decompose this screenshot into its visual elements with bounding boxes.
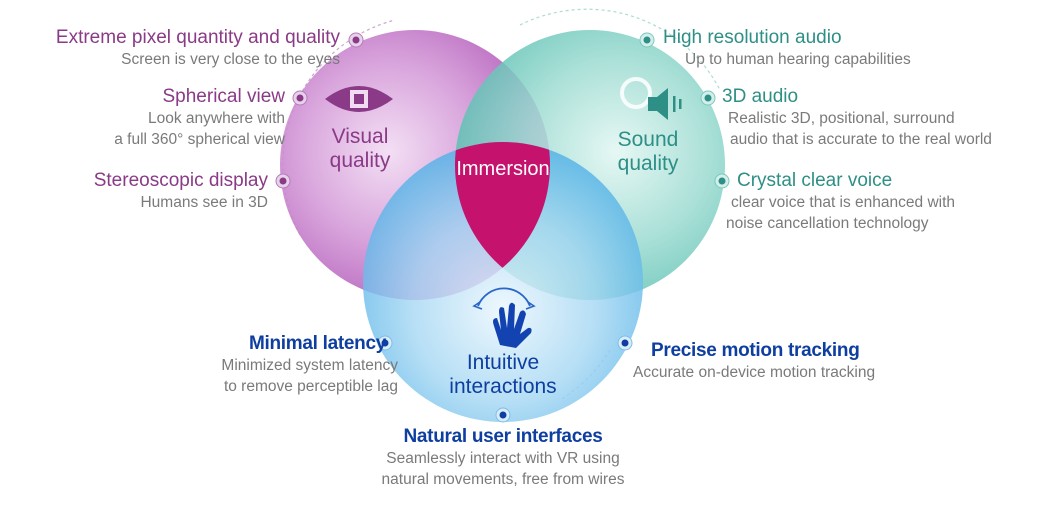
interaction-item-motion: Precise motion tracking Accurate on-devi… — [633, 340, 875, 383]
visual-item-spherical: Spherical view Look anywhere with a full… — [114, 86, 285, 150]
item-desc: Realistic 3D, positional, surround — [728, 110, 955, 127]
item-title: Stereoscopic display — [93, 170, 268, 191]
item-desc: Up to human hearing capabilities — [685, 51, 911, 68]
eye-icon — [325, 86, 393, 112]
interaction-markers — [377, 335, 633, 423]
item-title: Precise motion tracking — [651, 340, 860, 361]
intuitive-interactions-circle — [363, 142, 643, 422]
interaction-item-latency: Minimal latency Minimized system latency… — [221, 333, 398, 397]
visual-label-line2: quality — [330, 149, 391, 172]
sound-item-hires: High resolution audio Up to human hearin… — [663, 27, 911, 70]
speaker-icon — [620, 77, 682, 120]
item-desc: Seamlessly interact with VR using — [386, 450, 620, 467]
sound-markers — [639, 32, 730, 189]
item-desc: clear voice that is enhanced with — [731, 194, 956, 211]
sound-item-3d-audio: 3D audio Realistic 3D, positional, surro… — [722, 86, 992, 150]
item-desc: to remove perceptible lag — [223, 378, 398, 395]
visual-item-pixels: Extreme pixel quantity and quality Scree… — [56, 27, 340, 70]
sound-label-line2: quality — [618, 152, 679, 175]
visual-item-stereoscopic: Stereoscopic display Humans see in 3D — [94, 170, 268, 213]
item-title: Spherical view — [162, 86, 286, 107]
visual-label-line1: Visual — [332, 125, 389, 148]
interaction-label-line2: interactions — [449, 375, 556, 398]
item-title: Minimal latency — [249, 333, 386, 354]
item-desc: audio that is accurate to the real world — [730, 131, 992, 148]
item-desc: natural movements, free from wires — [381, 471, 625, 488]
hand-icon — [472, 287, 536, 348]
item-title: Crystal clear voice — [737, 170, 893, 191]
visual-markers — [275, 32, 364, 189]
sound-item-voice: Crystal clear voice clear voice that is … — [726, 170, 955, 234]
item-desc: Minimized system latency — [221, 357, 398, 374]
item-title: Natural user interfaces — [403, 426, 603, 447]
item-title: 3D audio — [722, 86, 799, 107]
item-desc: Screen is very close to the eyes — [121, 51, 340, 68]
interaction-item-nui: Natural user interfaces Seamlessly inter… — [353, 426, 653, 490]
item-desc: noise cancellation technology — [726, 215, 929, 232]
dashed-arc-sound — [519, 8, 721, 91]
item-title: Extreme pixel quantity and quality — [55, 27, 340, 48]
item-title: High resolution audio — [663, 27, 842, 48]
item-desc: Accurate on-device motion tracking — [633, 364, 876, 381]
item-desc: Look anywhere with — [148, 110, 285, 127]
immersion-label: Immersion — [456, 158, 549, 180]
item-desc: Humans see in 3D — [140, 194, 268, 211]
interaction-label-line1: Intuitive — [467, 351, 539, 374]
sound-label-line1: Sound — [618, 128, 679, 151]
item-desc: a full 360° spherical view — [114, 131, 285, 148]
